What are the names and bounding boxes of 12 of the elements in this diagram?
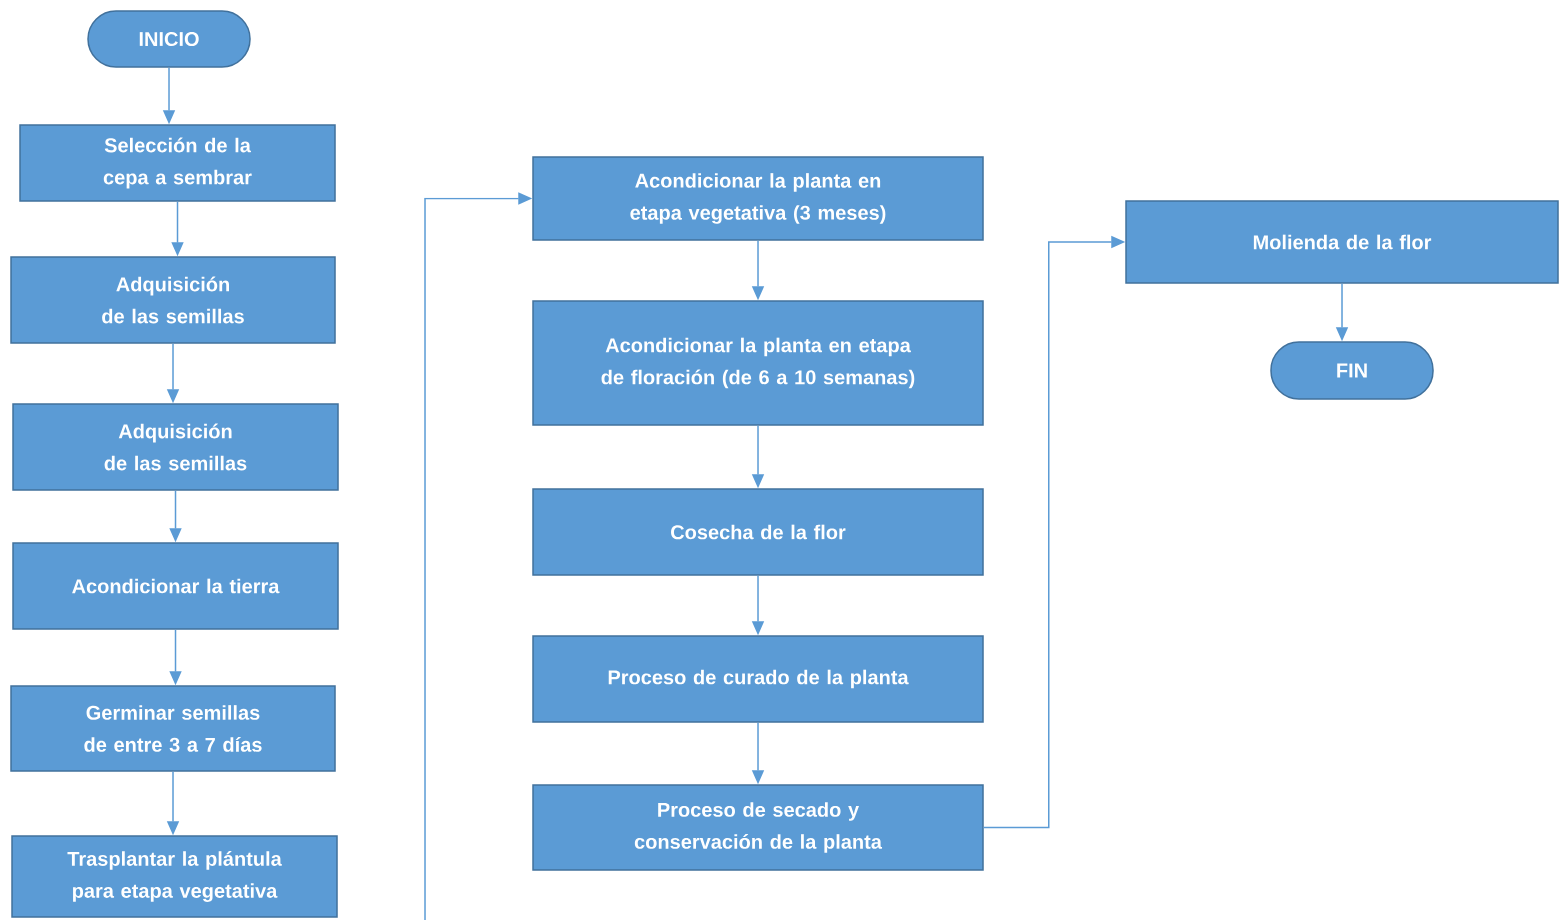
process-box: Selección de la cepa a sembrar: [19, 124, 336, 202]
process-box: Acondicionar la planta en etapa de floración (de 6 a 10 semanas): [532, 300, 984, 426]
process-box: Acondicionar la planta en etapa vegetativa (3 meses): [532, 156, 984, 241]
process-box: Adquisición de las semillas: [12, 403, 339, 491]
process-box: Cosecha de la flor: [532, 488, 984, 576]
process-box: Proceso de curado de la planta: [532, 635, 984, 723]
process-box: Acondicionar la tierra: [12, 542, 339, 630]
process-box: Germinar semillas de entre 3 a 7 días: [10, 685, 336, 772]
process-box: Trasplantar la plántula para etapa vegetativa: [11, 835, 338, 918]
process-box: Molienda de la flor: [1125, 200, 1559, 284]
process-box: Proceso de secado y conservación de la planta: [532, 784, 984, 871]
process-box: Adquisición de las semillas: [10, 256, 336, 344]
